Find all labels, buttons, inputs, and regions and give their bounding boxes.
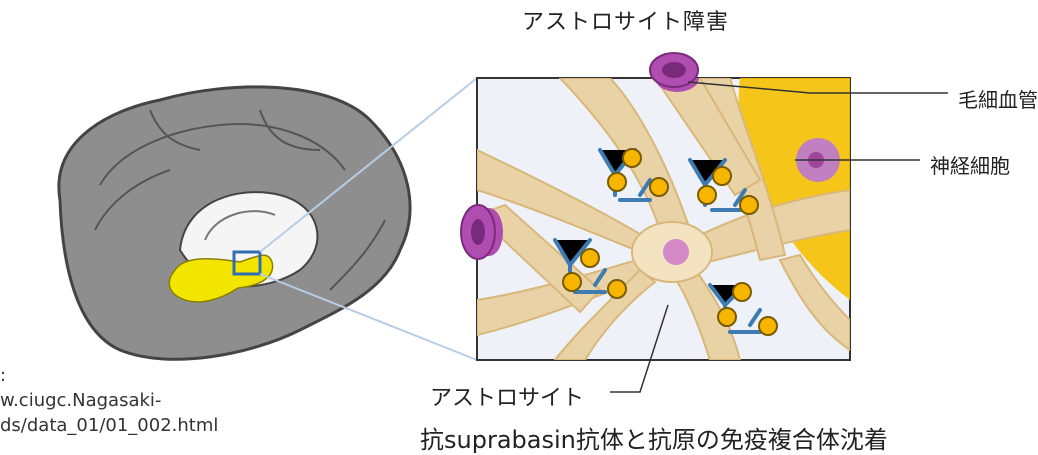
astrocyte-nucleus xyxy=(663,239,689,265)
source-line-2: w.ciugc.Nagasaki- xyxy=(0,390,161,411)
label-capillary: 毛細血管 xyxy=(958,84,1038,113)
source-line-3: ds/data_01/01_002.html xyxy=(0,415,218,436)
label-neuron: 神経細胞 xyxy=(930,150,1010,179)
source-line-1: : xyxy=(0,365,6,386)
brain-illustration xyxy=(59,87,410,359)
diagram-title: アストロサイト障害 xyxy=(522,4,729,36)
label-astrocyte: アストロサイト xyxy=(430,380,584,412)
astrocyte-zoom-panel xyxy=(461,53,850,360)
label-immune-complex: 抗suprabasin抗体と抗原の免疫複合体沈着 xyxy=(420,420,888,455)
